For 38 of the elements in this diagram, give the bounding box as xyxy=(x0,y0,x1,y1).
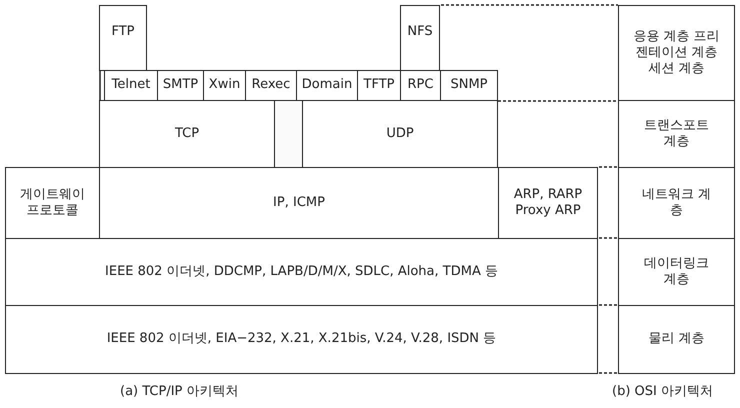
protocol-name: IEEE 802 이더넷, EIA−232, X.21, X.21bis, V.24, V.28, ISDN 등 xyxy=(106,331,496,348)
protocol-box xyxy=(104,70,158,101)
protocol-name: Rexec xyxy=(252,77,290,94)
protocol-box xyxy=(5,238,598,306)
osi-layer-box xyxy=(618,238,735,306)
protocol-name: IP, ICMP xyxy=(273,194,325,212)
osi-layer-box xyxy=(618,5,735,101)
osi-layer-box xyxy=(618,167,735,239)
layer-name: 응용 계층 프리젠테이션 계층 세션 계층 xyxy=(632,28,721,78)
layer-name: 네트워크 계층 xyxy=(640,186,712,220)
protocol-name: ARP, RARP Proxy ARP xyxy=(512,186,584,220)
figure-caption: (a) TCP/IP 아키텍처 xyxy=(120,383,239,400)
protocol-name: NFS xyxy=(407,24,433,40)
protocol-box xyxy=(5,305,598,374)
protocol-name: TFTP xyxy=(364,77,394,94)
protocol-name: TCP xyxy=(174,126,200,142)
empty-box xyxy=(274,100,303,168)
protocol-name: SNMP xyxy=(450,77,488,94)
osi-layer-box xyxy=(618,100,735,168)
layer-name: 데이터링크 계층 xyxy=(643,256,710,288)
protocol-box xyxy=(5,167,100,239)
protocol-name: UDP xyxy=(386,126,414,142)
protocol-name: Telnet xyxy=(112,77,150,94)
layer-name: 물리 계층 xyxy=(648,331,705,348)
protocol-box xyxy=(440,70,498,101)
protocol-box xyxy=(99,5,147,71)
protocol-name: Xwin xyxy=(208,77,240,94)
protocol-name: 게이트웨이 프로토콜 xyxy=(19,186,86,220)
protocol-name: RPC xyxy=(408,77,434,94)
protocol-name: SMTP xyxy=(162,77,198,94)
layer-name: 트랜스포트 계층 xyxy=(643,118,710,150)
protocol-name: FTP xyxy=(111,24,135,40)
osi-layer-box xyxy=(618,305,735,374)
protocol-name: Domain xyxy=(302,77,352,94)
figure-caption: (b) OSI 아키텍처 xyxy=(612,383,713,400)
protocol-box xyxy=(400,5,440,71)
protocol-box xyxy=(498,167,598,239)
protocol-name: IEEE 802 이더넷, DDCMP, LAPB/D/M/X, SDLC, Aloha, TDMA 등 xyxy=(105,264,498,280)
